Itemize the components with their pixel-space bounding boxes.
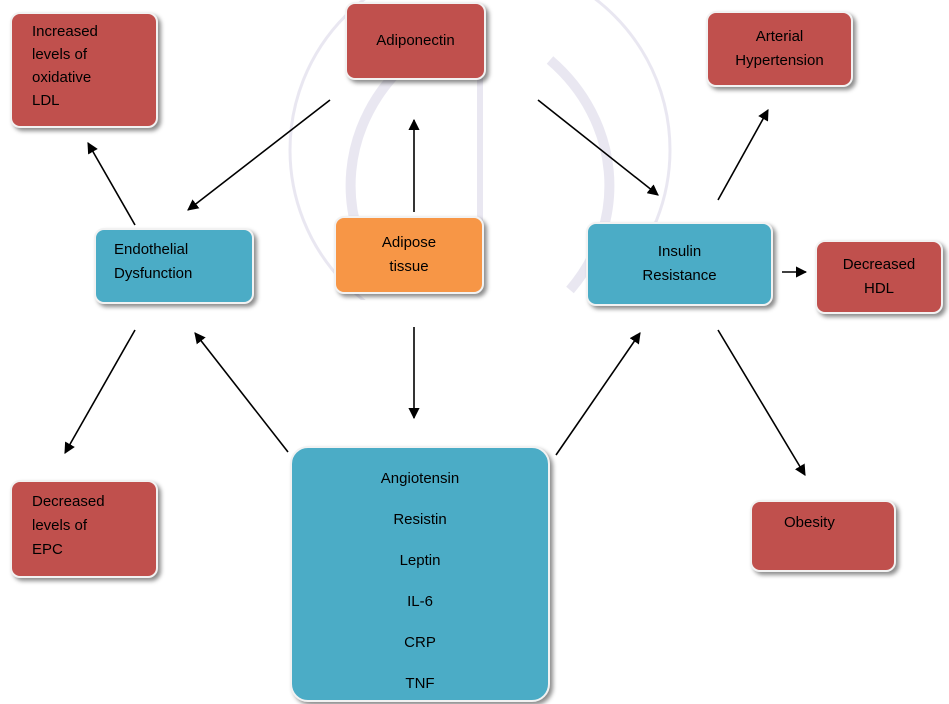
node-epc-line: EPC (32, 541, 63, 558)
node-hdl-line: HDL (863, 280, 894, 297)
node-decreased-hdl: Decreased HDL (815, 240, 943, 314)
factor-item: CRP (404, 634, 436, 651)
arrow-endothelial-to-ldl (87, 142, 136, 226)
node-hypertension-line: Arterial (755, 28, 804, 45)
node-adiponectin-line: Adiponectin (376, 32, 455, 49)
node-obesity: Obesity (750, 500, 896, 572)
factor-item: Leptin (399, 552, 441, 569)
arrow-factors-to-insulin (555, 332, 641, 456)
node-adipose-line: Adipose (381, 234, 437, 251)
node-oxidative-ldl: Increased levels of oxidative LDL (10, 12, 158, 128)
arrow-adiponectin-to-endothelial (187, 99, 331, 211)
node-epc-line: levels of (32, 517, 88, 534)
arrow-adiponectin-to-insulin (537, 99, 659, 196)
arrow-endothelial-to-epc (64, 329, 136, 454)
arrow-insulin-to-obesity (717, 329, 806, 476)
arrow-insulin-to-hypertension (717, 109, 769, 201)
node-ldl-line: levels of (32, 46, 88, 63)
node-ldl-line: oxidative (32, 69, 92, 86)
node-insulin-line: Insulin (657, 243, 702, 260)
node-adiponectin: Adiponectin (345, 2, 486, 80)
node-factors: Angiotensin Resistin Leptin IL-6 CRP TNF (290, 446, 550, 702)
node-endothelial-line: Endothelial (114, 241, 189, 258)
node-insulin-line: Resistance (642, 267, 717, 284)
node-ldl-line: LDL (32, 92, 60, 109)
node-adipose-line: tissue (389, 258, 429, 275)
factor-item: TNF (405, 675, 435, 692)
node-obesity-line: Obesity (784, 514, 835, 531)
node-endothelial-dysfunction: Endothelial Dysfunction (94, 228, 254, 304)
node-adipose-tissue: Adipose tissue (334, 216, 484, 294)
node-endothelial-line: Dysfunction (114, 265, 193, 282)
factor-item: Angiotensin (380, 470, 460, 487)
node-epc-line: Decreased (32, 493, 105, 510)
node-insulin-resistance: Insulin Resistance (586, 222, 773, 306)
factor-item: Resistin (393, 511, 447, 528)
factor-item: IL-6 (407, 593, 433, 610)
node-arterial-hypertension: Arterial Hypertension (706, 11, 853, 87)
node-hdl-line: Decreased (842, 256, 916, 273)
arrow-factors-to-endothelial (194, 332, 289, 453)
node-decreased-epc: Decreased levels of EPC (10, 480, 158, 578)
node-ldl-line: Increased (32, 23, 98, 40)
node-hypertension-line: Hypertension (735, 52, 824, 69)
